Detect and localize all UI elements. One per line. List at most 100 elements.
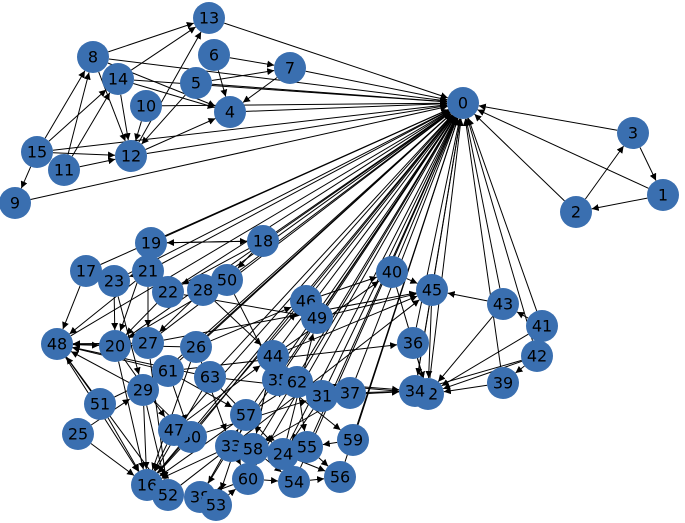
- edge-51-to-16: [107, 417, 140, 472]
- edge-63-to-0: [220, 114, 453, 366]
- node-51: 51: [84, 388, 116, 420]
- node-circle: [399, 375, 431, 407]
- edge-20-to-16: [118, 361, 146, 470]
- node-37: 37: [334, 377, 366, 409]
- node-label: 21: [138, 262, 158, 281]
- node-label: 26: [186, 338, 206, 357]
- edge-40-to-45: [406, 277, 418, 284]
- node-20: 20: [99, 330, 131, 362]
- edge-4-to-0: [245, 100, 448, 112]
- edge-23-to-20: [111, 296, 119, 331]
- edge-14-to-13: [131, 26, 196, 71]
- node-4: 4: [214, 96, 246, 128]
- edge-11-to-12: [79, 157, 116, 168]
- node-label: 11: [54, 161, 74, 180]
- node-41: 41: [526, 310, 558, 342]
- node-circle: [306, 380, 338, 412]
- node-label: 3: [628, 124, 638, 143]
- node-circle: [560, 196, 592, 228]
- node-label: 7: [285, 59, 295, 78]
- node-27: 27: [132, 327, 164, 359]
- node-45: 45: [416, 274, 448, 306]
- node-label: 58: [243, 440, 263, 459]
- node-circle: [152, 479, 184, 511]
- node-label: 13: [199, 9, 219, 28]
- node-circle: [77, 41, 109, 73]
- edge-11-to-14: [71, 92, 111, 157]
- node-circle: [487, 288, 519, 320]
- node-label: 19: [141, 234, 161, 253]
- edge-13-to-0: [224, 22, 448, 99]
- node-label: 62: [287, 373, 307, 392]
- node-circle: [152, 355, 184, 387]
- node-circle: [70, 255, 102, 287]
- node-42: 42: [521, 340, 553, 372]
- edge-61-to-30: [172, 385, 187, 423]
- edge-9-to-0: [30, 104, 448, 200]
- node-label: 34: [405, 382, 425, 401]
- node-circle: [324, 461, 356, 493]
- node-circle: [301, 302, 333, 334]
- edge-6-to-7: [229, 57, 275, 68]
- node-circle: [180, 331, 212, 363]
- node-circle: [194, 361, 226, 393]
- node-label: 40: [382, 263, 402, 282]
- node-label: 60: [238, 470, 258, 489]
- edge-39-to-0: [462, 118, 502, 368]
- node-circle: [334, 377, 366, 409]
- node-label: 20: [105, 337, 125, 356]
- node-circle: [41, 328, 73, 360]
- node-6: 6: [198, 39, 230, 71]
- edge-47-to-0: [184, 114, 453, 419]
- edge-1-to-0: [477, 109, 649, 189]
- node-label: 41: [532, 317, 552, 336]
- edge-17-to-48: [62, 285, 81, 330]
- edge-48-to-52: [66, 356, 159, 483]
- node-circle: [132, 327, 164, 359]
- node-label: 2: [571, 203, 581, 222]
- node-label: 15: [27, 143, 47, 162]
- edge-46-to-40: [321, 276, 377, 297]
- node-circle: [115, 140, 147, 172]
- edge-2-to-0: [474, 113, 565, 202]
- node-55: 55: [291, 431, 323, 463]
- node-9: 9: [0, 187, 31, 219]
- node-56: 56: [324, 461, 356, 493]
- edge-22-to-20: [125, 303, 158, 335]
- node-circle: [232, 463, 264, 495]
- node-60: 60: [232, 463, 264, 495]
- node-label: 54: [284, 473, 304, 492]
- edge-53-to-60: [227, 488, 236, 497]
- edge-31-to-24: [291, 409, 314, 441]
- node-24: 24: [267, 438, 299, 470]
- node-label: 45: [422, 281, 442, 300]
- node-2: 2: [560, 196, 592, 228]
- node-label: 22: [158, 283, 178, 302]
- node-label: 52: [158, 486, 178, 505]
- node-circle: [211, 264, 243, 296]
- node-circle: [487, 367, 519, 399]
- edge-14-to-12: [120, 94, 131, 141]
- edge-18-to-50: [237, 252, 253, 269]
- node-14: 14: [102, 63, 134, 95]
- edge-32-to-0: [429, 118, 464, 379]
- edge-49-to-45: [332, 292, 417, 315]
- node-label: 63: [200, 368, 220, 387]
- edge-28-to-27: [159, 300, 192, 333]
- node-18: 18: [247, 225, 279, 257]
- node-circle: [267, 438, 299, 470]
- node-circle: [127, 374, 159, 406]
- node-label: 24: [273, 445, 293, 464]
- edge-33-to-16: [161, 452, 217, 479]
- edge-37-to-0: [355, 117, 458, 379]
- node-label: 57: [236, 406, 256, 425]
- edge-21-to-23: [129, 271, 138, 278]
- node-44: 44: [257, 340, 289, 372]
- node-63: 63: [194, 361, 226, 393]
- edge-14-to-4: [133, 83, 215, 109]
- node-circle: [526, 310, 558, 342]
- node-circle: [274, 52, 306, 84]
- node-label: 23: [104, 272, 124, 291]
- node-39: 39: [487, 367, 519, 399]
- node-circle: [200, 489, 232, 521]
